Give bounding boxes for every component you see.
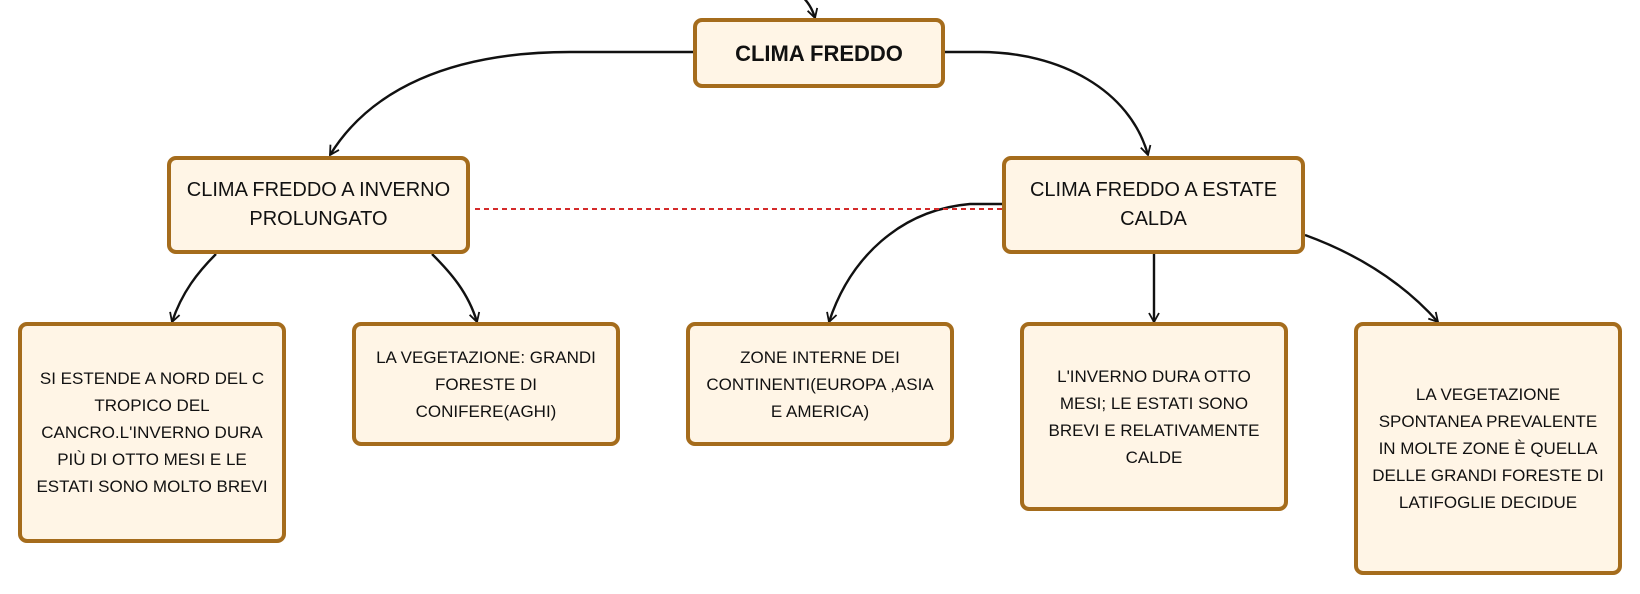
- leaf-node-right-3-label: LA VEGETAZIONE SPONTANEA PREVALENTE IN M…: [1372, 385, 1604, 512]
- leaf-node-right-2-label: L'INVERNO DURA OTTO MESI; LE ESTATI SONO…: [1048, 366, 1260, 467]
- branch-node-right-label: CLIMA FREDDO A ESTATE CALDA: [1029, 179, 1278, 230]
- branch-node-left-label: CLIMA FREDDO A INVERNO PROLUNGATO: [186, 179, 451, 230]
- leaf-node-left-1-label: SI ESTENDE A NORD DEL C TROPICO DEL CANC…: [36, 369, 268, 496]
- connector-right-to-child-3: [1304, 233, 1440, 324]
- leaf-node-right-1-label: ZONE INTERNE DEI CONTINENTI(EUROPA ,ASIA…: [706, 347, 934, 421]
- connector-root-to-branch-right: [945, 50, 1152, 157]
- leaf-node-left-1[interactable]: SI ESTENDE A NORD DEL C TROPICO DEL CANC…: [18, 322, 286, 543]
- leaf-node-left-2[interactable]: LA VEGETAZIONE: GRANDI FORESTE DI CONIFE…: [352, 322, 620, 446]
- incoming-connector: [803, 0, 819, 20]
- leaf-node-left-2-label: LA VEGETAZIONE: GRANDI FORESTE DI CONIFE…: [376, 347, 596, 421]
- leaf-node-right-3[interactable]: LA VEGETAZIONE SPONTANEA PREVALENTE IN M…: [1354, 322, 1622, 575]
- connector-left-to-child-1: [169, 253, 217, 324]
- leaf-node-right-2[interactable]: L'INVERNO DURA OTTO MESI; LE ESTATI SONO…: [1020, 322, 1288, 511]
- leaf-node-right-1[interactable]: ZONE INTERNE DEI CONTINENTI(EUROPA ,ASIA…: [686, 322, 954, 446]
- branch-node-right[interactable]: CLIMA FREDDO A ESTATE CALDA: [1002, 156, 1305, 254]
- branch-node-left[interactable]: CLIMA FREDDO A INVERNO PROLUNGATO: [167, 156, 470, 254]
- connector-right-to-child-1: [826, 202, 1002, 324]
- connector-left-to-child-2: [431, 253, 481, 324]
- root-node-label: CLIMA FREDDO: [735, 40, 903, 66]
- connector-root-to-branch-left: [328, 50, 693, 157]
- root-node[interactable]: CLIMA FREDDO: [693, 18, 945, 88]
